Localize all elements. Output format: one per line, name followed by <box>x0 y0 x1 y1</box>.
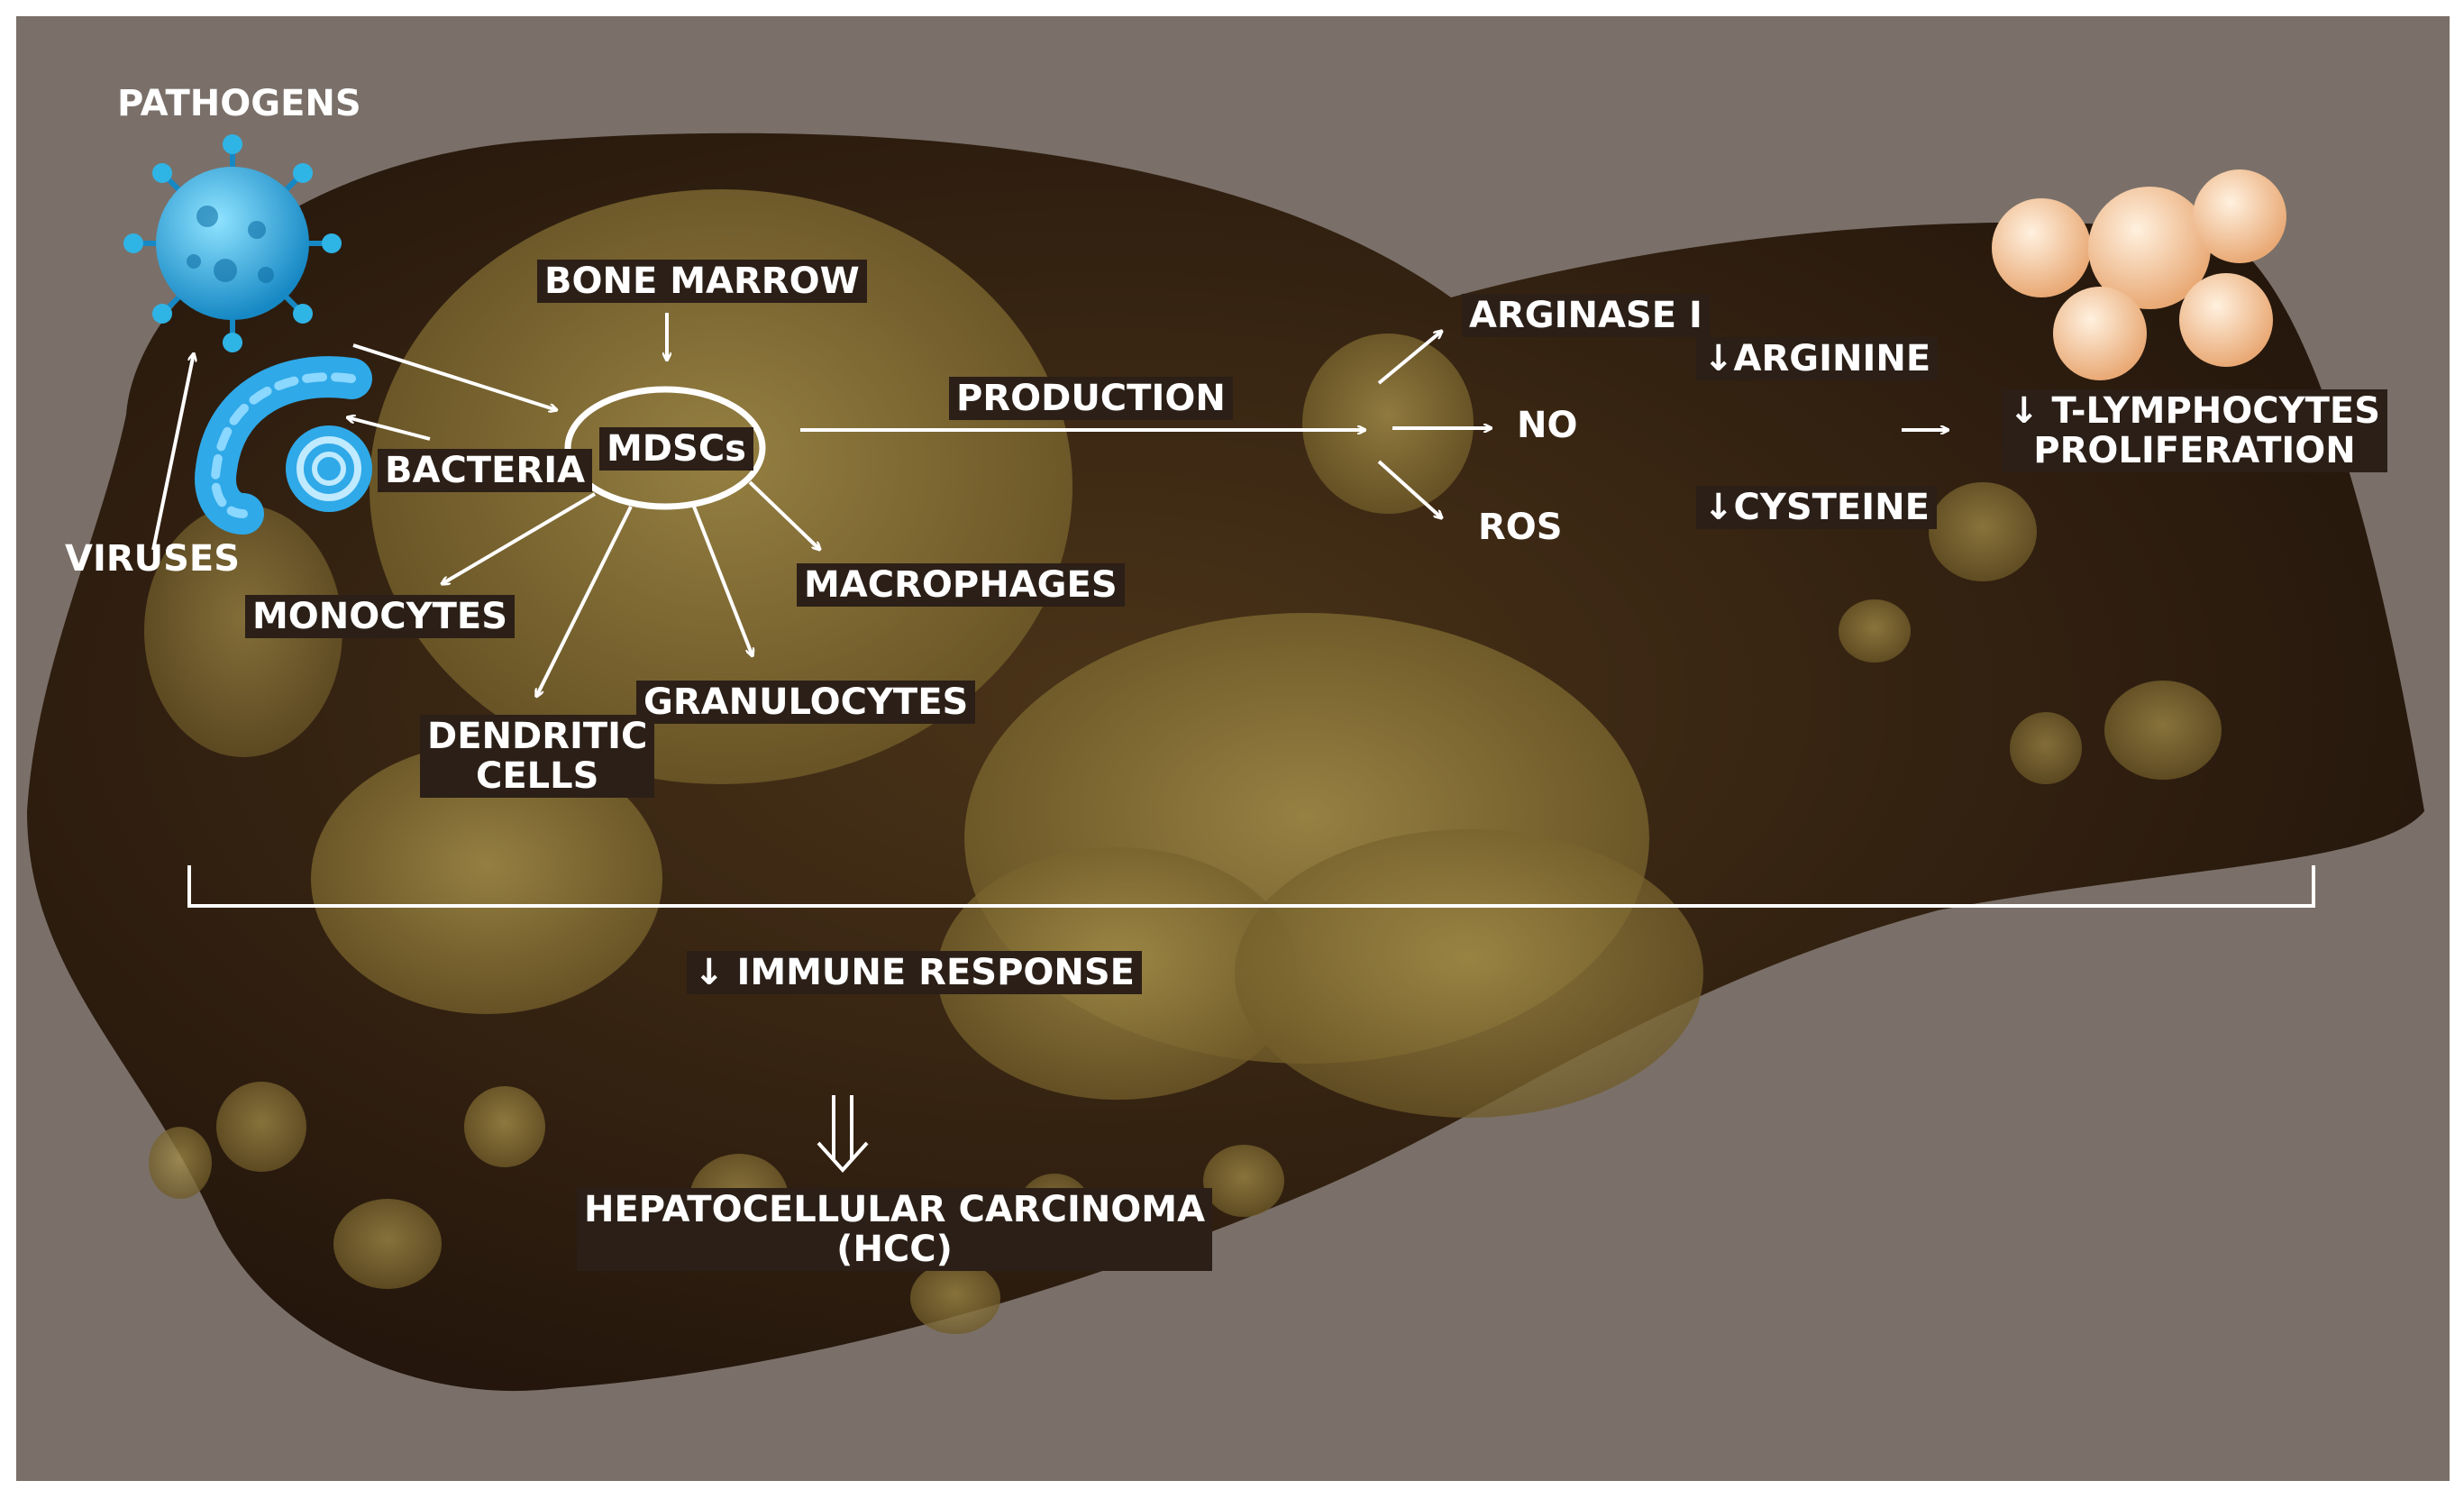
label-pathogens: PATHOGENS <box>117 83 361 124</box>
arrow-to-dendritic <box>534 506 633 697</box>
arrow-to-bacteria <box>347 417 431 441</box>
label-no: NO <box>1517 405 1578 446</box>
label-cysteine: ↓CYSTEINE <box>1696 486 1937 529</box>
label-mdscs: MDSCs <box>599 427 753 471</box>
label-tlymph-line1: ↓ T-LYMPHOCYTES <box>2009 390 2381 432</box>
arrow-to-monocytes <box>442 492 597 584</box>
arrow-to-macrophages <box>748 480 820 550</box>
arrow-to-arginase <box>1377 331 1442 385</box>
arrow-to-ros <box>1377 460 1442 518</box>
arrow-viruses-to-pathogens <box>151 353 194 551</box>
label-arginine: ↓ARGININE <box>1696 337 1939 380</box>
label-dendritic-line1: DENDRITIC <box>427 716 648 757</box>
bacteria-icon <box>195 356 372 535</box>
label-production: PRODUCTION <box>949 377 1233 420</box>
label-dendritic-line2: CELLS <box>475 755 599 797</box>
label-immune-response: ↓ IMMUNE RESPONSE <box>687 951 1143 994</box>
arrow-virus-to-mdscs <box>352 343 557 410</box>
label-hcc: HEPATOCELLULAR CARCINOMA (HCC) <box>577 1188 1213 1271</box>
label-bone-marrow: BONE MARROW <box>537 260 867 303</box>
lymphocyte-cluster-icon <box>1992 169 2286 380</box>
bracket-immune-response <box>187 865 2315 908</box>
double-arrow-down <box>817 1095 869 1173</box>
label-t-lymphocytes: ↓ T-LYMPHOCYTES PROLIFERATION <box>2002 389 2388 472</box>
label-viruses: VIRUSES <box>65 538 241 580</box>
label-macrophages: MACROPHAGES <box>797 563 1125 607</box>
label-arginase: ARGINASE I <box>1462 294 1710 337</box>
label-bacteria: BACTERIA <box>378 449 593 492</box>
arrow-to-granulocytes <box>692 506 753 656</box>
label-dendritic-cells: DENDRITIC CELLS <box>420 715 655 798</box>
label-tlymph-line2: PROLIFERATION <box>2033 430 2356 471</box>
virus-icon <box>123 134 342 352</box>
label-monocytes: MONOCYTES <box>245 595 516 638</box>
mdscs-ellipse <box>564 386 766 510</box>
label-hcc-line2: (HCC) <box>836 1229 953 1270</box>
label-granulocytes: GRANULOCYTES <box>636 681 976 724</box>
label-hcc-line1: HEPATOCELLULAR CARCINOMA <box>584 1189 1206 1230</box>
arrows <box>151 313 2315 908</box>
label-ros: ROS <box>1478 507 1563 548</box>
